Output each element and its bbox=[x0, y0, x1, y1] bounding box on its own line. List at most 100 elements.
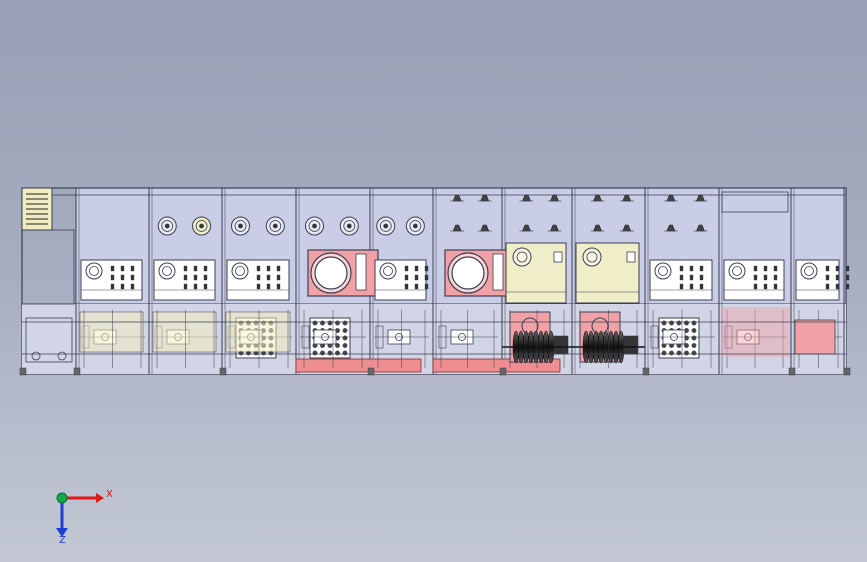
pump-indicator bbox=[110, 265, 115, 272]
pump-indicator bbox=[404, 274, 409, 281]
drum-motor bbox=[623, 335, 639, 355]
z-axis-arrowhead bbox=[56, 528, 68, 537]
pump-indicator bbox=[256, 274, 261, 281]
pump-indicator bbox=[845, 283, 850, 290]
pump-indicator bbox=[773, 265, 778, 272]
pump-indicator bbox=[404, 265, 409, 272]
pump-indicator bbox=[825, 283, 830, 290]
fan-hub bbox=[383, 223, 389, 229]
pump-indicator bbox=[699, 274, 704, 281]
pump-indicator bbox=[120, 283, 125, 290]
tray-hole bbox=[669, 320, 674, 326]
tray-hole bbox=[342, 328, 348, 333]
cover-plate bbox=[79, 311, 144, 353]
tray-hole bbox=[691, 320, 697, 326]
pump-indicator bbox=[699, 283, 704, 290]
pump-indicator bbox=[424, 283, 429, 290]
x-axis-label: X bbox=[106, 489, 113, 500]
fan-ring bbox=[409, 220, 422, 232]
pump-indicator bbox=[699, 265, 704, 272]
inlet-roller bbox=[31, 351, 41, 361]
pump-indicator bbox=[193, 283, 198, 290]
pump-indicator bbox=[276, 265, 281, 272]
fan-ring bbox=[161, 220, 174, 232]
washer-drum-inner bbox=[314, 256, 348, 290]
pump-indicator bbox=[193, 274, 198, 281]
tray-hole bbox=[335, 320, 340, 326]
top-right-hood bbox=[721, 191, 789, 213]
pump-indicator bbox=[256, 265, 261, 272]
pump-motor bbox=[728, 262, 746, 280]
fan-hub bbox=[272, 223, 278, 229]
tray-hole bbox=[691, 350, 697, 356]
fan-hub bbox=[412, 223, 418, 229]
pump-indicator bbox=[753, 274, 758, 281]
tray-hole bbox=[342, 343, 348, 348]
pump-indicator bbox=[773, 274, 778, 281]
fan-ring bbox=[343, 220, 356, 232]
pump-indicator bbox=[276, 283, 281, 290]
drum-center bbox=[591, 317, 609, 335]
tray-hole bbox=[669, 350, 674, 356]
pump-motor bbox=[654, 262, 672, 280]
cover-plate bbox=[152, 311, 217, 353]
pump-indicator bbox=[256, 283, 261, 290]
x-axis-arrowhead bbox=[96, 493, 104, 503]
pump-indicator bbox=[110, 274, 115, 281]
pump-indicator bbox=[835, 265, 840, 272]
fan-ring bbox=[308, 220, 321, 232]
pump-indicator bbox=[203, 283, 208, 290]
pump-indicator bbox=[203, 265, 208, 272]
machine-foot bbox=[788, 367, 796, 376]
pump-indicator bbox=[414, 265, 419, 272]
pump-indicator bbox=[825, 265, 830, 272]
washer-drum-inner bbox=[451, 256, 485, 290]
axis-triad-icon[interactable]: X Z bbox=[56, 489, 113, 546]
pump-indicator bbox=[424, 265, 429, 272]
tray-hole bbox=[661, 350, 667, 356]
pump-motor bbox=[379, 262, 397, 280]
tray-hole bbox=[684, 350, 689, 356]
tray-hole bbox=[661, 320, 667, 326]
machine-assembly[interactable] bbox=[19, 187, 851, 376]
bearing-block bbox=[438, 325, 447, 349]
fan-hub bbox=[164, 223, 170, 229]
pump-indicator bbox=[120, 274, 125, 281]
tray-hole bbox=[327, 320, 333, 326]
outlet-panel bbox=[794, 319, 836, 355]
pump-indicator bbox=[266, 274, 271, 281]
bearing-block bbox=[375, 325, 384, 349]
tray-hole bbox=[312, 320, 318, 326]
pump-indicator bbox=[679, 265, 684, 272]
pump-indicator bbox=[679, 283, 684, 290]
pump-indicator bbox=[845, 265, 850, 272]
inlet-roller bbox=[57, 351, 67, 361]
tank-valve bbox=[553, 251, 563, 263]
fan-ring bbox=[269, 220, 282, 232]
pump-indicator bbox=[763, 283, 768, 290]
cover-plate bbox=[225, 311, 291, 353]
z-axis-label: Z bbox=[59, 535, 66, 546]
pump-indicator bbox=[414, 283, 419, 290]
pump-indicator bbox=[424, 274, 429, 281]
pump-indicator bbox=[203, 274, 208, 281]
tank-port bbox=[582, 247, 602, 267]
tray-hole bbox=[676, 320, 682, 326]
tray-hole bbox=[320, 350, 325, 356]
pump-motor-inner bbox=[732, 266, 742, 276]
machine-foot bbox=[219, 367, 227, 376]
tray-hole bbox=[691, 328, 697, 333]
pump-indicator bbox=[679, 274, 684, 281]
pink-trough bbox=[295, 358, 422, 373]
machine-foot bbox=[843, 367, 851, 376]
machine-foot bbox=[499, 367, 507, 376]
pump-indicator bbox=[266, 265, 271, 272]
pump-indicator bbox=[763, 274, 768, 281]
pump-indicator bbox=[845, 274, 850, 281]
tray-hole bbox=[684, 320, 689, 326]
fan-ring bbox=[195, 220, 208, 232]
pump-indicator bbox=[183, 283, 188, 290]
pump-motor-inner bbox=[658, 266, 668, 276]
tray-hole bbox=[342, 335, 348, 341]
